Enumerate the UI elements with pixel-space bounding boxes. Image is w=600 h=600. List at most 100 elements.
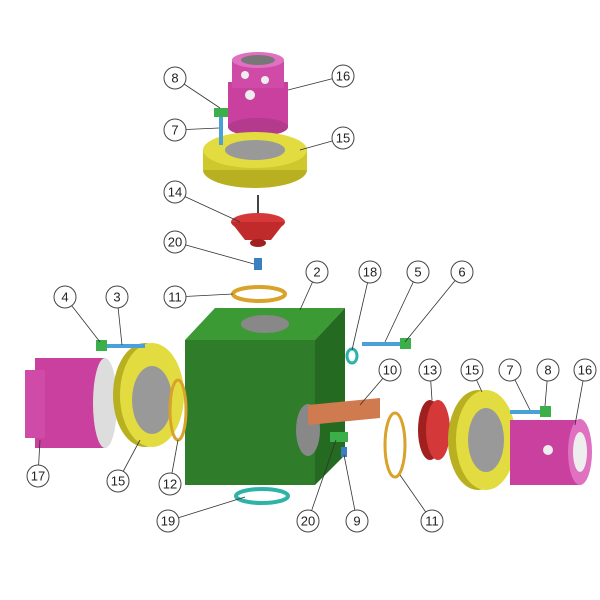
callout-5: 5 (406, 260, 430, 284)
callout-circle (106, 469, 130, 493)
part-top-pin (254, 258, 262, 270)
callout-7: 7 (498, 358, 522, 382)
callout-8: 8 (536, 358, 560, 382)
callout-3: 3 (105, 285, 129, 309)
callout-13: 13 (418, 358, 442, 382)
callout-16: 16 (331, 64, 355, 88)
part-left-nut (25, 358, 117, 448)
callout-4: 4 (53, 285, 77, 309)
callout-circle (26, 464, 50, 488)
callout-circle (420, 509, 444, 533)
callout-label: 2 (313, 265, 320, 280)
leader-line (307, 439, 337, 522)
callout-19: 19 (156, 509, 180, 533)
callout-16: 16 (573, 358, 597, 382)
callout-label: 12 (163, 477, 177, 492)
callout-label: 15 (111, 474, 125, 489)
callout-7: 7 (163, 118, 187, 142)
callout-14: 14 (163, 180, 187, 204)
callout-circle (158, 472, 182, 496)
part-right-bolt-2 (510, 406, 551, 417)
callout-18: 18 (358, 260, 382, 284)
part-left-bolt (96, 340, 145, 351)
callout-circle (345, 509, 369, 533)
callout-circle (536, 358, 560, 382)
leader-line (384, 271, 419, 343)
callout-circle (163, 66, 187, 90)
callout-circle (460, 358, 484, 382)
part-pin (341, 447, 347, 457)
callout-15: 15 (331, 126, 355, 150)
part-top-seal (231, 195, 285, 247)
callout-15: 15 (106, 469, 130, 493)
part-top-bolt (214, 108, 228, 145)
callout-circle (53, 285, 77, 309)
part-bottom-oring (234, 487, 290, 505)
leader-line (351, 271, 371, 351)
part-strip (308, 398, 380, 425)
callout-label: 5 (414, 265, 421, 280)
callout-label: 11 (168, 290, 182, 305)
callout-11: 11 (163, 285, 187, 309)
part-right-ring (383, 411, 407, 479)
callout-20: 20 (296, 509, 320, 533)
callout-label: 4 (61, 290, 68, 305)
callout-10: 10 (378, 358, 402, 382)
callout-circle (163, 180, 187, 204)
part-top-ring (231, 285, 287, 303)
leader-line (174, 191, 241, 223)
callout-label: 20 (301, 514, 315, 529)
callout-circle (305, 260, 329, 284)
callout-6: 6 (450, 260, 474, 284)
callout-circle (296, 509, 320, 533)
callout-label: 18 (363, 265, 377, 280)
callout-label: 16 (578, 363, 592, 378)
callout-20: 20 (163, 230, 187, 254)
callout-circle (105, 285, 129, 309)
part-right-flange (448, 390, 516, 490)
callout-label: 17 (31, 469, 45, 484)
callout-label: 9 (353, 514, 360, 529)
callout-label: 8 (544, 363, 551, 378)
callout-label: 10 (383, 363, 397, 378)
callout-circle (498, 358, 522, 382)
leader-line (174, 241, 255, 265)
leader-line (404, 271, 463, 343)
callout-11: 11 (420, 509, 444, 533)
callout-17: 17 (26, 464, 50, 488)
callout-circle (573, 358, 597, 382)
callout-15: 15 (460, 358, 484, 382)
callout-label: 19 (161, 514, 175, 529)
callout-circle (418, 358, 442, 382)
callout-label: 7 (506, 363, 513, 378)
callout-12: 12 (158, 472, 182, 496)
callout-label: 11 (425, 514, 439, 529)
callout-label: 6 (458, 265, 465, 280)
part-right-bolt (362, 338, 411, 349)
part-top-flange (203, 132, 307, 188)
callout-circle (358, 260, 382, 284)
callout-label: 16 (336, 69, 350, 84)
callout-circle (331, 64, 355, 88)
callout-label: 8 (171, 71, 178, 86)
part-clamp (330, 432, 348, 442)
callout-circle (163, 230, 187, 254)
part-right-nut (510, 419, 592, 485)
callout-label: 14 (168, 185, 182, 200)
callout-label: 7 (171, 123, 178, 138)
callout-9: 9 (345, 509, 369, 533)
callout-circle (450, 260, 474, 284)
callout-circle (163, 285, 187, 309)
part-top-nut (228, 52, 288, 136)
callout-8: 8 (163, 66, 187, 90)
callout-circle (163, 118, 187, 142)
part-small-oring (345, 347, 359, 365)
part-left-flange (113, 343, 184, 447)
callout-label: 20 (168, 235, 182, 250)
callout-label: 15 (465, 363, 479, 378)
callout-2: 2 (305, 260, 329, 284)
callout-label: 3 (113, 290, 120, 305)
callout-circle (331, 126, 355, 150)
